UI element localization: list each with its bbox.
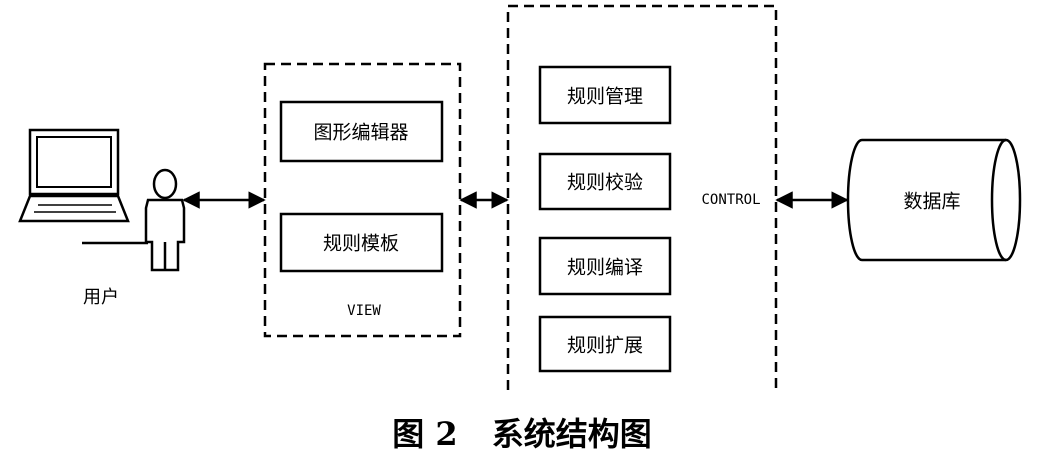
view-item-rule-template: 规则模板 [322,232,400,255]
control-item-box [538,315,672,373]
control-item-rule-extension: 规则扩展 [566,334,644,357]
view-item-box [279,212,444,273]
control-item-box [538,236,672,296]
control-item-rule-compile: 规则编译 [566,256,644,279]
database-label: 数据库 [903,190,961,213]
control-item-box [538,65,672,125]
user-label: 用户 [83,287,119,308]
figure-number: 图 2 [392,415,458,453]
view-item-box [279,100,444,163]
figure-title: 系统结构图 [491,415,652,453]
control-item-rule-validation: 规则校验 [566,171,644,194]
database-cylinder [846,138,1022,262]
control-item-rule-management: 规则管理 [566,85,644,108]
view-container [263,62,462,338]
user-icon [144,168,186,272]
figure-caption: 图 2 系统结构图 [392,409,651,455]
view-label: VIEW [347,303,381,319]
view-item-graphic-editor: 图形编辑器 [313,121,409,144]
control-label: CONTROL [701,192,761,208]
control-item-box [538,152,672,211]
computer-icon [18,128,148,245]
